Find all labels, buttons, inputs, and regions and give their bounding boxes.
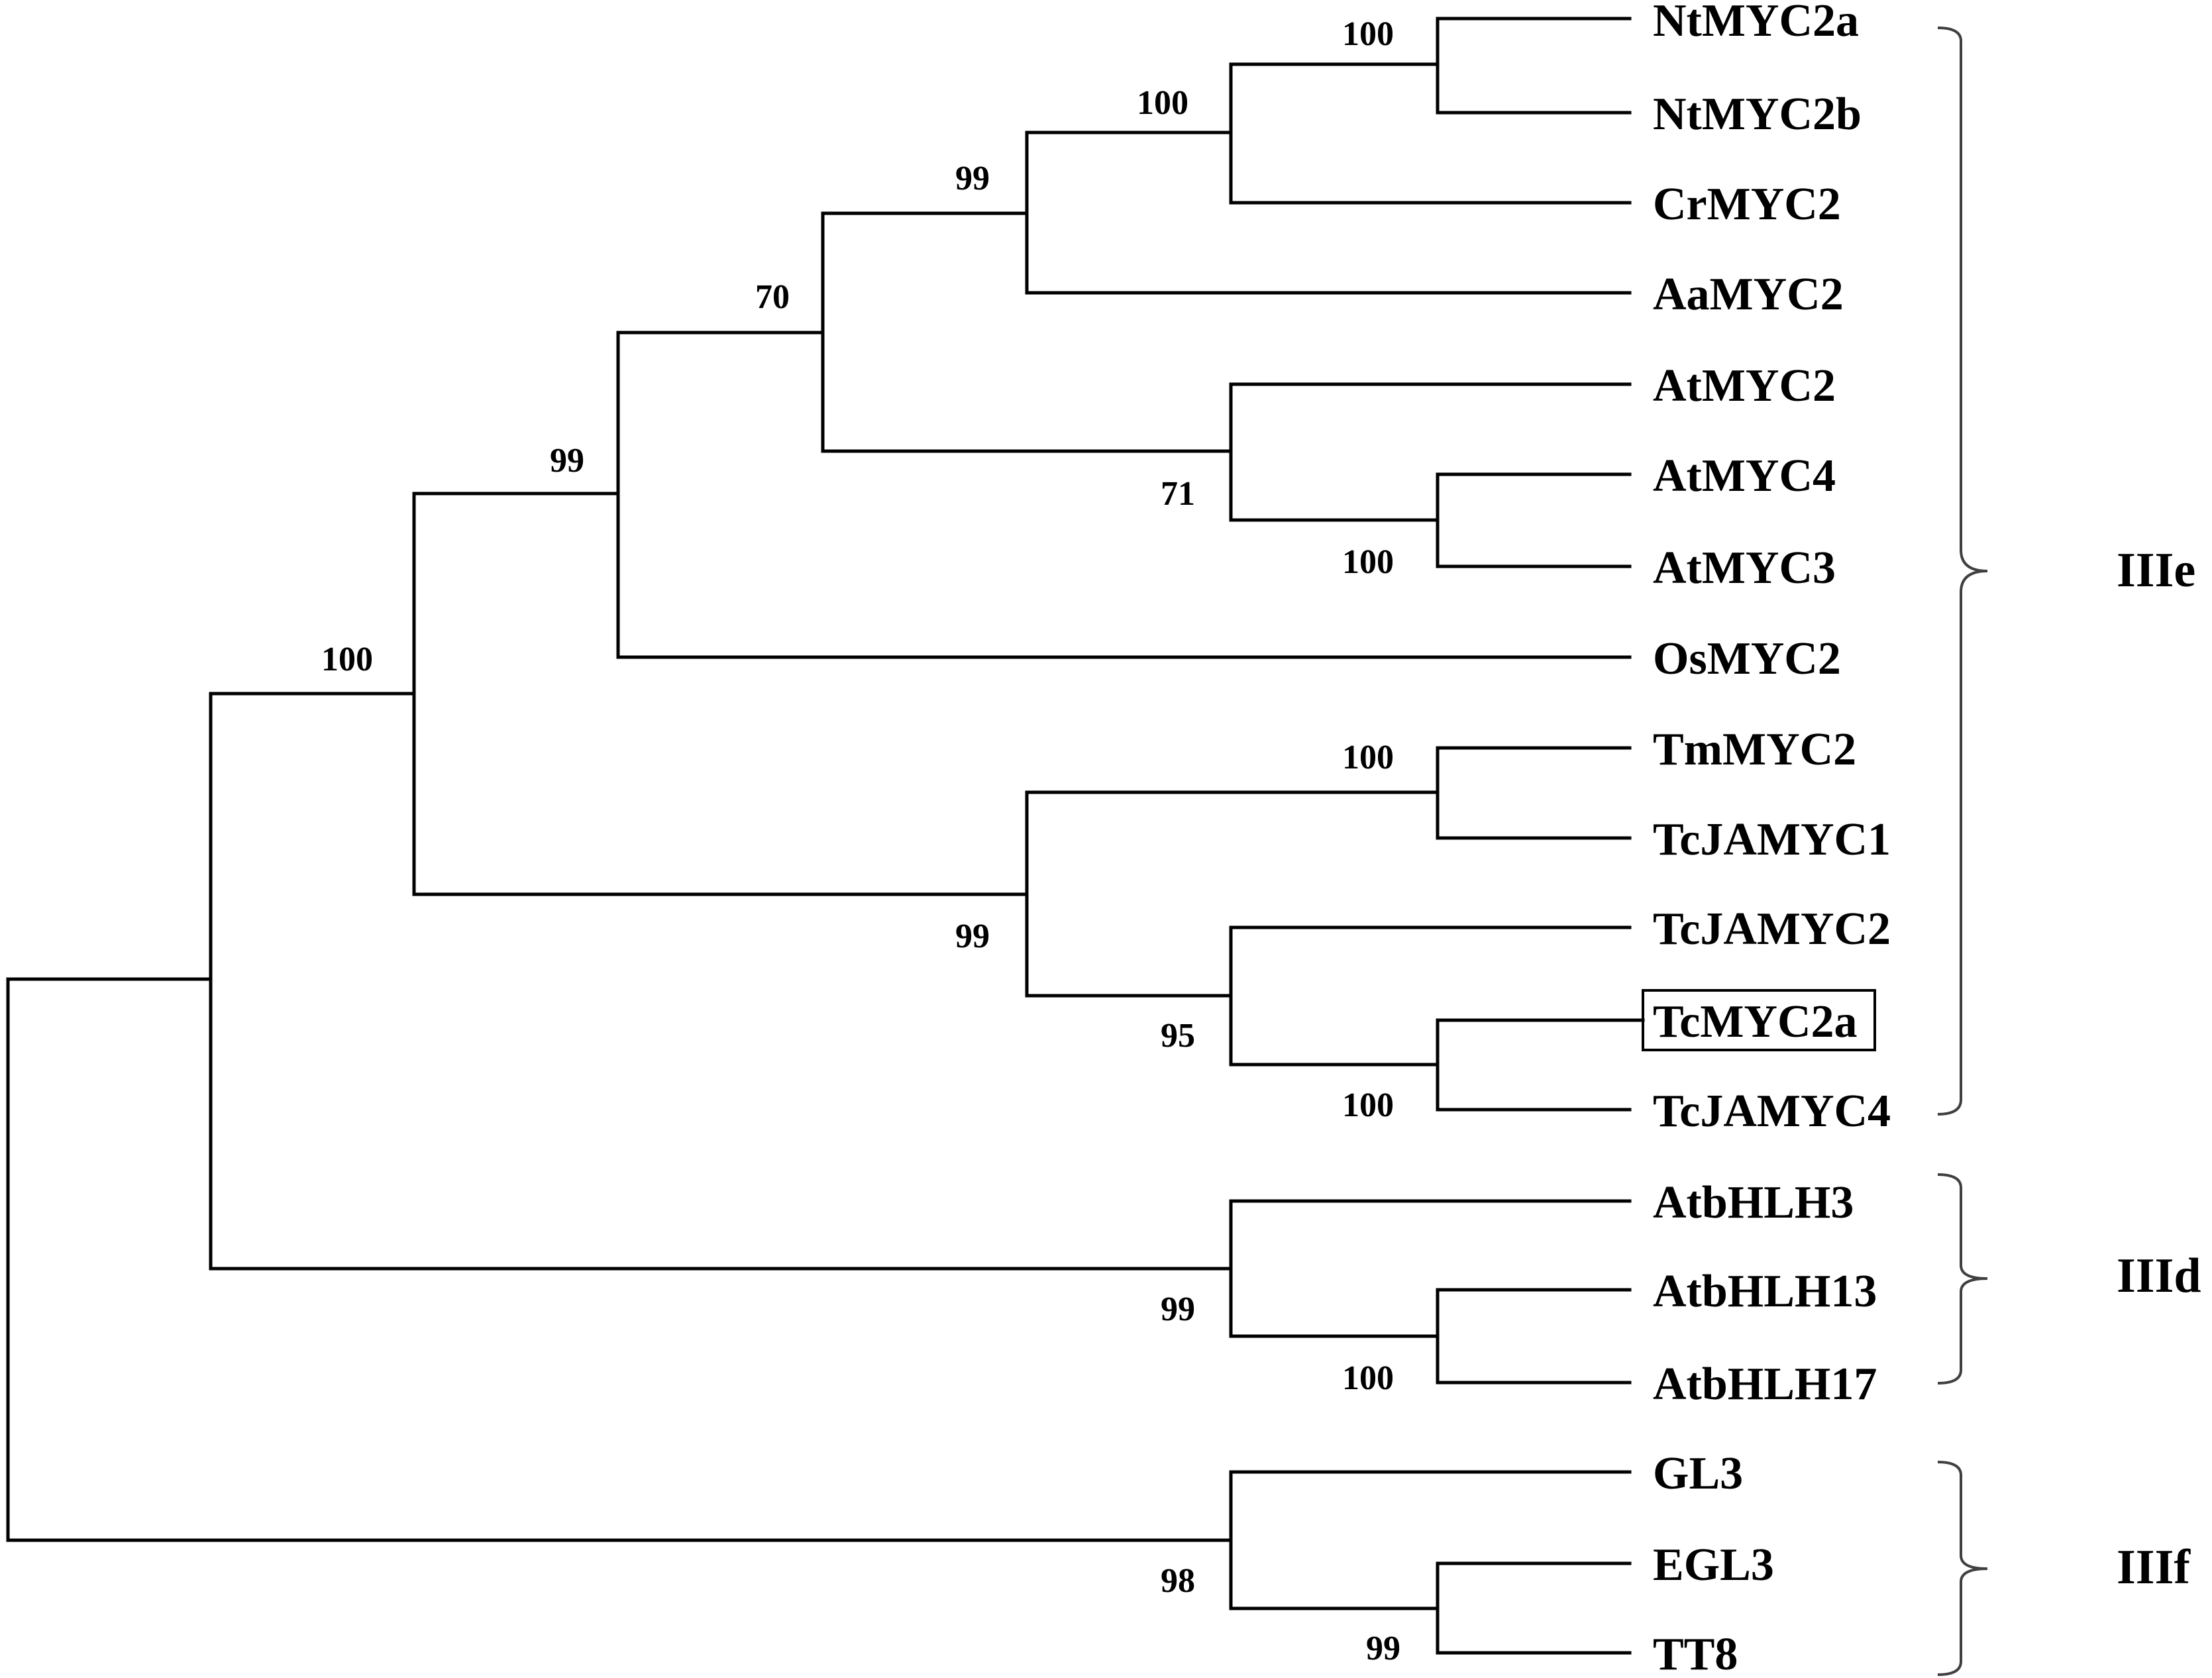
bootstrap-value: 100	[1342, 739, 1394, 776]
taxon-label: AtMYC3	[1653, 543, 1836, 594]
clade-label-IIIf: IIIf	[2117, 1540, 2191, 1595]
bootstrap-values: 100 100 99 70 100 71 99 100 100 95 99 10…	[321, 15, 1400, 1667]
bootstrap-value: 100	[321, 641, 373, 678]
bootstrap-value: 98	[1161, 1562, 1195, 1600]
bootstrap-value: 99	[955, 918, 990, 955]
taxon-label: AtMYC4	[1653, 450, 1836, 501]
taxon-label: TT8	[1653, 1629, 1738, 1678]
branch-root	[6, 977, 1233, 1542]
taxon-label: NtMYC2b	[1653, 89, 1862, 140]
taxon-label: TcJAMYC4	[1653, 1086, 1891, 1137]
bootstrap-value: 99	[550, 442, 584, 480]
bootstrap-value: 99	[1161, 1290, 1195, 1328]
branch-ntmyc2a-ntmyc2b	[1436, 17, 1632, 115]
clade-label-IIIe: IIIe	[2117, 543, 2195, 598]
bootstrap-value: 100	[1342, 15, 1394, 53]
branch-atbhlh13-atbhlh17	[1436, 1288, 1632, 1385]
branch-with-osmyc2	[616, 331, 1632, 659]
bracket-IIId	[1937, 1173, 1988, 1385]
bootstrap-value: 70	[755, 278, 790, 316]
branch-IIId	[1229, 1199, 1632, 1338]
bootstrap-value: 100	[1137, 84, 1188, 122]
bootstrap-value: 71	[1161, 475, 1195, 513]
taxon-label: AtbHLH17	[1653, 1359, 1877, 1410]
bracket-IIIf	[1937, 1461, 1988, 1676]
taxon-label: AtbHLH3	[1653, 1177, 1854, 1228]
taxon-label: OsMYC2	[1653, 633, 1841, 684]
taxon-label: TcJAMYC2	[1653, 904, 1891, 955]
taxon-label-highlighted: TcMYC2a	[1653, 996, 1858, 1047]
taxon-label: NtMYC2a	[1653, 0, 1859, 46]
branch-atmyc4-atmyc3	[1436, 472, 1632, 568]
bootstrap-value: 100	[1342, 1086, 1394, 1124]
tree-branches	[6, 17, 1645, 1655]
bootstrap-value: 100	[1342, 543, 1394, 581]
branch-tcmyc2a-tcjamyc4	[1436, 1018, 1645, 1112]
branch-nt-cr	[1229, 62, 1632, 205]
branch-tmmyc2-tcjamyc1	[1436, 746, 1632, 840]
bootstrap-value: 95	[1161, 1017, 1195, 1055]
clade-label-IIId: IIId	[2117, 1249, 2201, 1303]
branch-IIIe-IIId	[209, 692, 1233, 1271]
taxon-label: AtMYC2	[1653, 360, 1836, 411]
branch-egl3-tt8	[1436, 1561, 1632, 1655]
branch-atmyc2-group	[1229, 382, 1632, 522]
clade-brackets	[1937, 26, 1988, 1676]
clade-labels: IIIe IIId IIIf	[2117, 543, 2201, 1595]
taxon-label: GL3	[1653, 1448, 1743, 1499]
branch-nt-cr-aa	[1025, 131, 1632, 295]
taxon-label: EGL3	[1653, 1540, 1774, 1591]
bracket-IIIe	[1937, 26, 1988, 1116]
taxon-labels: NtMYC2a NtMYC2b CrMYC2 AaMYC2 AtMYC2 AtM…	[1653, 0, 1891, 1678]
bootstrap-value: 99	[955, 160, 990, 197]
taxon-label: AtbHLH13	[1653, 1266, 1877, 1317]
taxon-label: TmMYC2	[1653, 724, 1856, 775]
branch-tcjamyc2-group	[1229, 925, 1632, 1067]
taxon-label: TcJAMYC1	[1653, 814, 1891, 865]
bootstrap-value: 100	[1342, 1359, 1394, 1397]
branch-IIIf	[1229, 1470, 1632, 1610]
branch-IIIe	[412, 492, 1029, 896]
highlight-box-tcmyc2a	[1642, 989, 1876, 1051]
taxon-label: AaMYC2	[1653, 269, 1844, 320]
taxon-label: CrMYC2	[1653, 179, 1841, 230]
bootstrap-value: 99	[1366, 1630, 1400, 1667]
